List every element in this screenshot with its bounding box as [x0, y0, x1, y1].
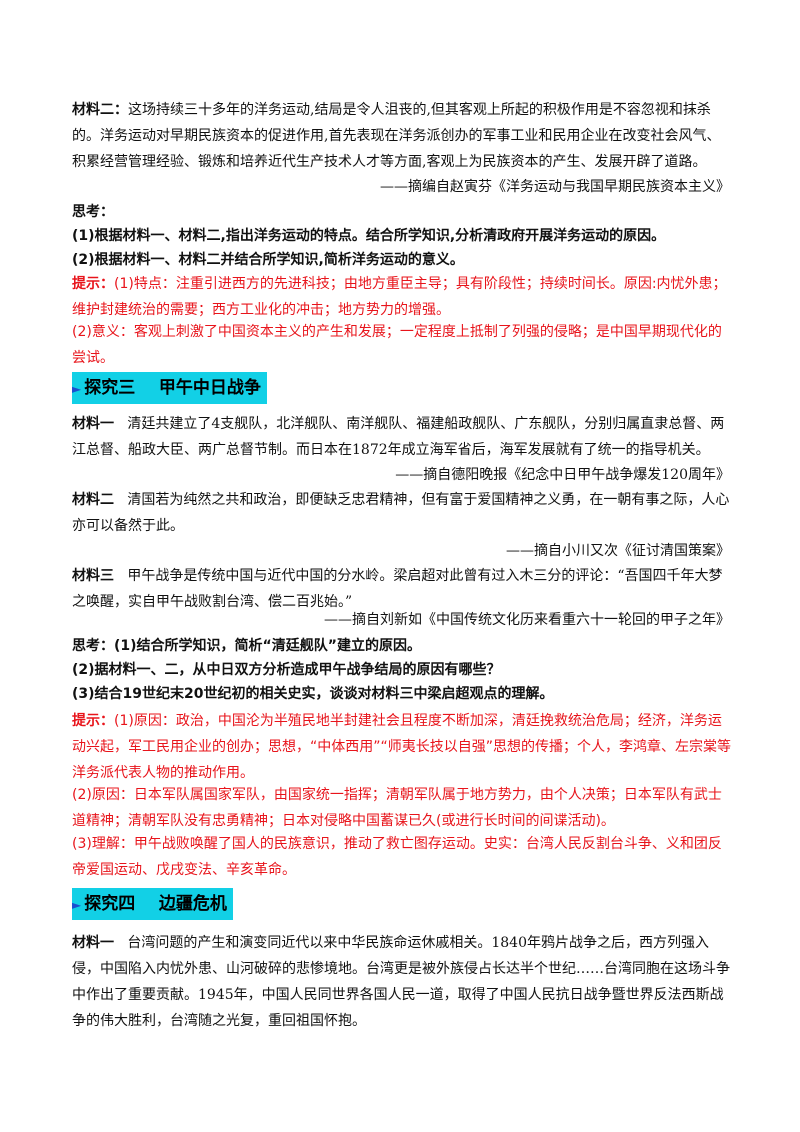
hint-text: (1)原因：政治，中国沦为半殖民地半封建社会且程度不断加深，清廷挽救统治危局；经…	[72, 713, 732, 781]
think-text: (1)结合所学知识，简析“清廷舰队”建立的原因。	[114, 638, 421, 654]
material-label: 材料一	[72, 416, 114, 432]
s3-material-2-source: ——摘自小川又次《征讨清国策案》	[506, 543, 730, 559]
hint-2-answer-2: (2)原因：日本军队属国家军队，由国家统一指挥；清朝军队属于地方势力，由个人决策…	[72, 787, 722, 829]
hint-text: (1)特点：注重引进西方的先进科技；由地方重臣主导；具有阶段性；持续时间长。原因…	[72, 276, 727, 318]
think-question-1: (1)根据材料一、材料二,指出洋务运动的特点。结合所学知识,分析清政府开展洋务运…	[72, 228, 666, 244]
arrow-icon: ►	[72, 382, 82, 396]
s3-material-1-source: ——摘自德阳晚报《纪念中日甲午战争爆发120周年》	[395, 467, 730, 483]
material-label: 材料三	[72, 568, 114, 584]
arrow-icon: ►	[72, 898, 82, 912]
think-label: 思考：	[72, 204, 114, 220]
section-heading-4: ►探究四 边疆危机	[72, 888, 233, 920]
think-label: 思考：	[72, 638, 114, 654]
hint-answer-1: 提示：(1)特点：注重引进西方的先进科技；由地方重臣主导；具有阶段性；持续时间长…	[72, 271, 732, 323]
think-question-2: (2)根据材料一、材料二并结合所学知识,简析洋务运动的意义。	[72, 252, 464, 268]
material-label: 材料二	[72, 492, 114, 508]
section-heading-3: ►探究三 甲午中日战争	[72, 372, 267, 404]
s3-material-3-paragraph: 材料三 甲午战争是传统中国与近代中国的分水岭。梁启超对此曾有过入木三分的评论：“…	[72, 563, 732, 615]
material-2-source: ——摘编自赵寅芬《洋务运动与我国早期民族资本主义》	[380, 179, 730, 195]
material-2-paragraph: 材料二：这场持续三十多年的洋务运动,结局是令人沮丧的,但其客观上所起的积极作用是…	[72, 97, 732, 175]
material-text: 清廷共建立了4支舰队，北洋舰队、南洋舰队、福建船政舰队、广东舰队，分别归属直隶总…	[72, 416, 725, 458]
s4-material-1-paragraph: 材料一 台湾问题的产生和演变同近代以来中华民族命运休戚相关。1840年鸦片战争之…	[72, 930, 732, 1034]
hint-label: 提示：	[72, 713, 114, 729]
material-text: 甲午战争是传统中国与近代中国的分水岭。梁启超对此曾有过入木三分的评论：“吾国四千…	[72, 568, 723, 610]
hint-answer-2: (2)意义：客观上刺激了中国资本主义的产生和发展；一定程度上抵制了列强的侵略；是…	[72, 324, 722, 366]
s3-material-3-source: ——摘自刘新如《中国传统文化历来看重六十一轮回的甲子之年》	[324, 612, 730, 628]
s3-material-2-paragraph: 材料二 清国若为纯然之共和政治，即便缺乏忠君精神，但有富于爱国精神之义勇，在一朝…	[72, 487, 732, 539]
think-2-question-3: (3)结合19世纪末20世纪初的相关史实，谈谈对材料三中梁启超观点的理解。	[72, 686, 554, 702]
material-label: 材料二：	[72, 102, 128, 118]
material-text: 台湾问题的产生和演变同近代以来中华民族命运休戚相关。1840年鸦片战争之后，西方…	[72, 935, 730, 1029]
s3-material-1-paragraph: 材料一 清廷共建立了4支舰队，北洋舰队、南洋舰队、福建船政舰队、广东舰队，分别归…	[72, 411, 732, 463]
material-text: 这场持续三十多年的洋务运动,结局是令人沮丧的,但其客观上所起的积极作用是不容忽视…	[72, 102, 721, 170]
think-2-question-2: (2)据材料一、二，从中日双方分析造成甲午战争结局的原因有哪些？	[72, 662, 501, 678]
hint-label: 提示：	[72, 276, 114, 292]
hint-2-answer-3: (3)理解：甲午战败唤醒了国人的民族意识，推动了救亡图存运动。史实：台湾人民反割…	[72, 836, 722, 878]
think-2-question-1: 思考：(1)结合所学知识，简析“清廷舰队”建立的原因。	[72, 633, 732, 659]
material-text: 清国若为纯然之共和政治，即便缺乏忠君精神，但有富于爱国精神之义勇，在一朝有事之际…	[72, 492, 730, 534]
hint-2-answer-1: 提示：(1)原因：政治，中国沦为半殖民地半封建社会且程度不断加深，清廷挽救统治危…	[72, 708, 732, 786]
section-title: 探究三 甲午中日战争	[84, 378, 261, 398]
material-label: 材料一	[72, 935, 114, 951]
section-title: 探究四 边疆危机	[84, 894, 227, 914]
